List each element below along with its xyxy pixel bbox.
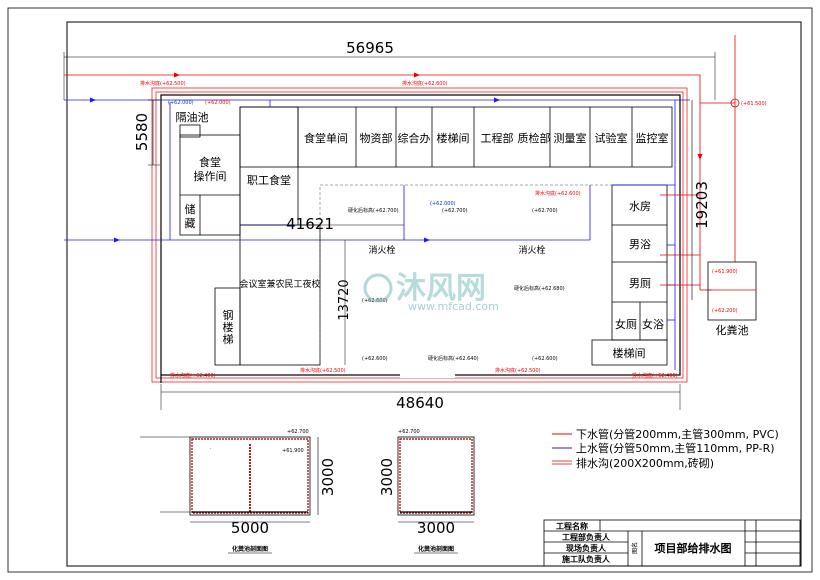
yard-level-2: (+62.000) xyxy=(430,201,456,207)
room-food-prep-line2: 操作间 xyxy=(194,169,227,183)
title-block xyxy=(543,519,801,567)
yard-level-3: (+62.700) xyxy=(442,208,468,214)
tb-site-head: 现场负责人 xyxy=(566,543,607,553)
inspection-well xyxy=(730,98,740,108)
room-general-office: 综合办 xyxy=(398,131,431,145)
sheet-frame xyxy=(7,7,813,573)
tb-drawing-title: 项目部给排水图 xyxy=(655,541,732,555)
dimension-total-width: 56965 xyxy=(63,39,716,100)
room-materials: 物资部 xyxy=(360,131,393,145)
room-oil-trap: 隔油池 xyxy=(176,110,209,124)
yard-level-9: (+62.600) xyxy=(532,356,558,362)
yard-level-7: (+62.600) xyxy=(362,356,388,362)
steel-stair-3: 梯 xyxy=(223,333,234,346)
room-engineering: 工程部 xyxy=(481,131,514,145)
drain-pipe-network xyxy=(64,35,736,291)
room-stairwell-top: 楼梯间 xyxy=(437,131,470,145)
dim-48640: 48640 xyxy=(396,394,444,412)
room-monitor: 监控室 xyxy=(636,131,669,145)
svg-text:·: · xyxy=(210,446,212,452)
room-canteen-private: 食堂单间 xyxy=(304,131,348,145)
level-septic-right: (+61.500) xyxy=(741,101,767,107)
dim-septic-small-height: 3000 xyxy=(378,458,396,496)
level-septic-top: (+61.900) xyxy=(712,269,738,275)
tb-dept-head: 工程部负责人 xyxy=(562,532,611,542)
room-survey: 测量室 xyxy=(554,131,587,145)
dim-13720: 13720 xyxy=(337,279,352,320)
yard-level-4: (+62.700) xyxy=(532,208,558,214)
drain-top-mid: 排水沟底(+62.600) xyxy=(402,80,448,87)
yard-outline xyxy=(319,184,612,360)
legend-ditch: 排水沟(200X200mm,砖砌) xyxy=(576,456,714,470)
septic-section-small: +62.700 xyxy=(397,429,475,523)
tb-drawing-name-label: 图名 xyxy=(631,542,639,554)
large-section-caption: 化粪池剖面图 xyxy=(232,545,268,553)
room-mens-toilet: 男厕 xyxy=(629,277,651,290)
tb-construction-head: 施工队负责人 xyxy=(562,554,611,564)
room-womens-bath: 女浴 xyxy=(642,317,664,331)
room-food-prep-line1: 食堂 xyxy=(199,155,221,169)
hydrant-right: 消火栓 xyxy=(518,244,545,256)
dim-5580: 5580 xyxy=(133,113,151,151)
drain-bot-right: 排水沟底(+62.400) xyxy=(632,372,678,379)
yard-level-1: 硬化后标高(+62.700) xyxy=(348,207,399,214)
steel-stair-2: 楼 xyxy=(223,320,234,334)
dim-41621: 41621 xyxy=(286,215,334,233)
dimension-bottom: 48640 xyxy=(160,384,681,412)
dim-19203: 19203 xyxy=(693,181,711,229)
fp-level-1: +62.700 xyxy=(287,429,309,435)
room-storage-line1: 储 xyxy=(185,202,196,216)
legend-supply: 上水管(分管50mm,主管110mm, PP-R) xyxy=(576,441,775,455)
yard-level-8: 硬化后标高(+62.640) xyxy=(428,355,479,362)
dimension-inner: 41621 xyxy=(240,215,404,233)
room-womens-toilet: 女厕 xyxy=(615,317,637,331)
level-septic-bot: (+62.200) xyxy=(712,308,738,314)
drain-bot-mid2: 排水沟底(+62.500) xyxy=(495,367,541,374)
drain-right-mid: 排水沟底(+62.600) xyxy=(535,190,581,197)
drawing-frame xyxy=(66,21,802,567)
room-lab: 试验室 xyxy=(595,131,628,145)
supply-pipe-network xyxy=(64,99,690,370)
small-section-caption: 化粪池剖面图 xyxy=(418,545,454,553)
septic-tank-label: 化粪池 xyxy=(716,323,749,337)
dimension-right: 19203 xyxy=(691,100,711,300)
dim-septic-small-width: 3000 xyxy=(417,519,455,537)
steel-stair-1: 钢 xyxy=(223,309,234,322)
septic-tank-plan xyxy=(707,261,757,321)
dimension-center: 13720 xyxy=(337,240,352,365)
tb-project-name: 工程名称 xyxy=(556,521,588,531)
room-mens-bath: 男浴 xyxy=(629,238,651,251)
level-top-a: (+62.000) xyxy=(168,100,194,106)
watermark-brand: 沐风网 xyxy=(396,271,486,306)
yard-level-6: 硬化后标高(+62.680) xyxy=(514,285,565,292)
legend: 下水管(分管200mm,主管300mm, PVC) 上水管(分管50mm,主管1… xyxy=(552,427,779,470)
dim-septic-large-width: 5000 xyxy=(231,519,269,537)
hydrant-left: 消火栓 xyxy=(368,244,395,256)
dim-septic-large-height: 3000 xyxy=(319,458,337,496)
fp-level-2: +61.900 xyxy=(282,448,304,454)
room-staff-canteen: 职工食堂 xyxy=(247,173,291,187)
fp-level-3: +62.700 xyxy=(398,429,420,435)
drain-bot-left: 排水沟底(+62.400) xyxy=(170,372,216,379)
legend-drain: 下水管(分管200mm,主管300mm, PVC) xyxy=(576,427,779,441)
room-storage-line2: 藏 xyxy=(185,217,196,230)
room-meeting-school: 会议室兼农民工夜校 xyxy=(239,278,320,290)
dim-56965: 56965 xyxy=(346,39,394,57)
level-top-b: (+62.000) xyxy=(205,100,231,106)
room-stairwell-bottom: 楼梯间 xyxy=(613,346,646,360)
room-water: 水房 xyxy=(629,200,651,213)
dimension-left: 5580 xyxy=(133,99,160,166)
septic-section-large: · +62.700 +61.900 xyxy=(140,429,319,523)
watermark-url: www.mfcad.com xyxy=(408,300,499,313)
watermark: 沐风网 www.mfcad.com xyxy=(363,271,499,313)
drain-arrows xyxy=(174,72,703,160)
supply-arrows xyxy=(90,97,500,243)
room-quality: 质检部 xyxy=(518,131,551,145)
drain-bot-mid: 排水沟底(+62.500) xyxy=(300,367,346,374)
drain-top-left: 排水沟底(+62.500) xyxy=(140,80,186,87)
